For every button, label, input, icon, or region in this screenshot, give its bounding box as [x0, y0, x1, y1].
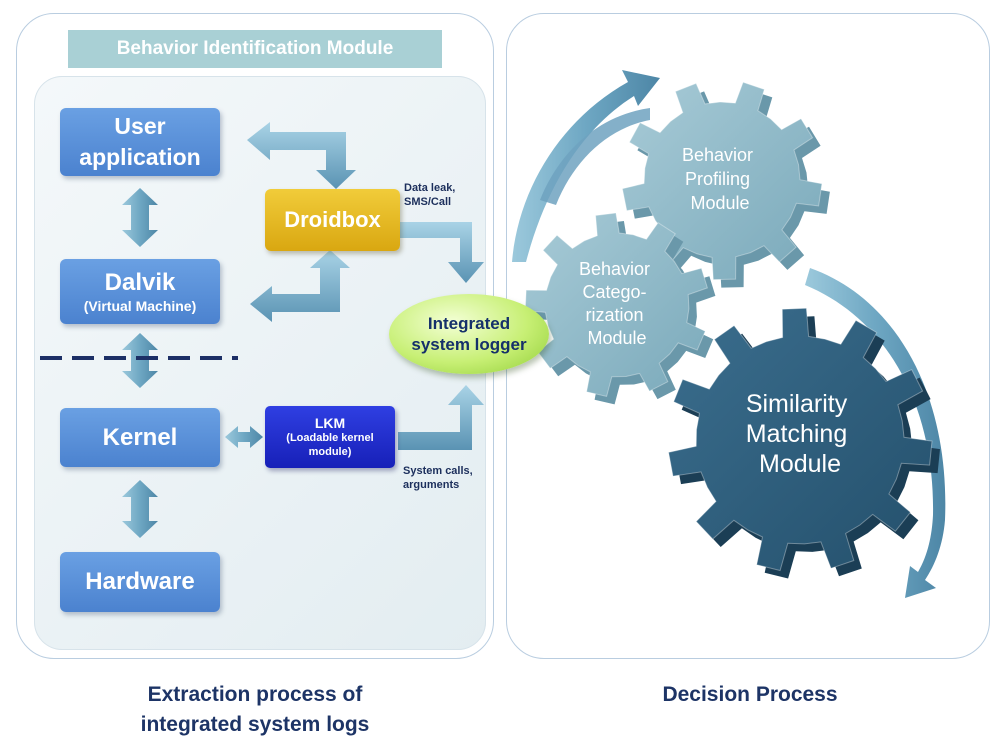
similarity-matching-gear — [668, 307, 933, 572]
dalvik-label: Dalvik — [104, 268, 176, 296]
lkm-box: LKM (Loadable kernel module) — [265, 406, 395, 468]
system-calls-note-line-1: System calls, — [403, 465, 473, 477]
lkm-label: LKM — [314, 415, 346, 431]
lkm-sublabel-line-2: module) — [308, 446, 352, 458]
arrow-user-dalvik — [122, 188, 158, 247]
module-title: Behavior Identification Module — [68, 30, 442, 68]
arrow-lkm-logger — [398, 385, 484, 450]
extraction-caption: Extraction process of integrated system … — [80, 680, 430, 740]
hardware-label: Hardware — [85, 568, 195, 595]
system-calls-note-line-2: arguments — [403, 479, 460, 491]
user-application-line-1: User — [114, 113, 166, 139]
logger-label: Integrated system logger — [411, 314, 527, 354]
behavior-categorization-gear — [524, 212, 709, 397]
kernel-label: Kernel — [102, 423, 178, 451]
extraction-caption-line-1: Extraction process of — [147, 683, 363, 706]
droidbox-label: Droidbox — [284, 207, 381, 232]
kernel-box: Kernel — [60, 408, 220, 467]
arrow-kernel-lkm — [225, 426, 263, 448]
integrated-system-logger: Integrated system logger — [389, 294, 549, 374]
data-leak-note: Data leak, SMS/Call — [404, 181, 484, 209]
hardware-box: Hardware — [60, 552, 220, 612]
arrow-user-droidbox — [247, 122, 356, 189]
data-leak-note-line-2: SMS/Call — [404, 196, 452, 208]
dalvik-box: Dalvik (Virtual Machine) — [60, 259, 220, 324]
curved-arrow-left — [540, 108, 650, 205]
system-calls-note: System calls, arguments — [403, 464, 483, 492]
droidbox-box: Droidbox — [265, 189, 400, 251]
user-application-box: User application — [60, 108, 220, 176]
gear-group — [524, 81, 940, 579]
arrow-kernel-hardware — [122, 480, 158, 538]
profiling-gear-label: Behavior Profiling Module — [682, 145, 758, 213]
extraction-caption-line-2: integrated system logs — [140, 713, 370, 736]
decision-caption: Decision Process — [662, 683, 838, 706]
arrow-droidbox-logger — [400, 222, 484, 283]
arrow-dalvik-kernel — [122, 333, 158, 388]
dalvik-sublabel: (Virtual Machine) — [83, 297, 197, 314]
curved-arrow-top — [512, 70, 660, 262]
lkm-sublabel-line-1: (Loadable kernel — [286, 432, 374, 444]
categorization-gear-label: Behavior Catego- rization Module — [579, 259, 655, 348]
behavior-profiling-gear — [621, 81, 823, 281]
data-leak-note-line-1: Data leak, — [404, 182, 456, 194]
arrow-droidbox-dalvik — [250, 250, 350, 322]
similarity-gear-label: Similarity Matching Module — [746, 390, 854, 478]
user-application-line-2: application — [79, 144, 201, 170]
